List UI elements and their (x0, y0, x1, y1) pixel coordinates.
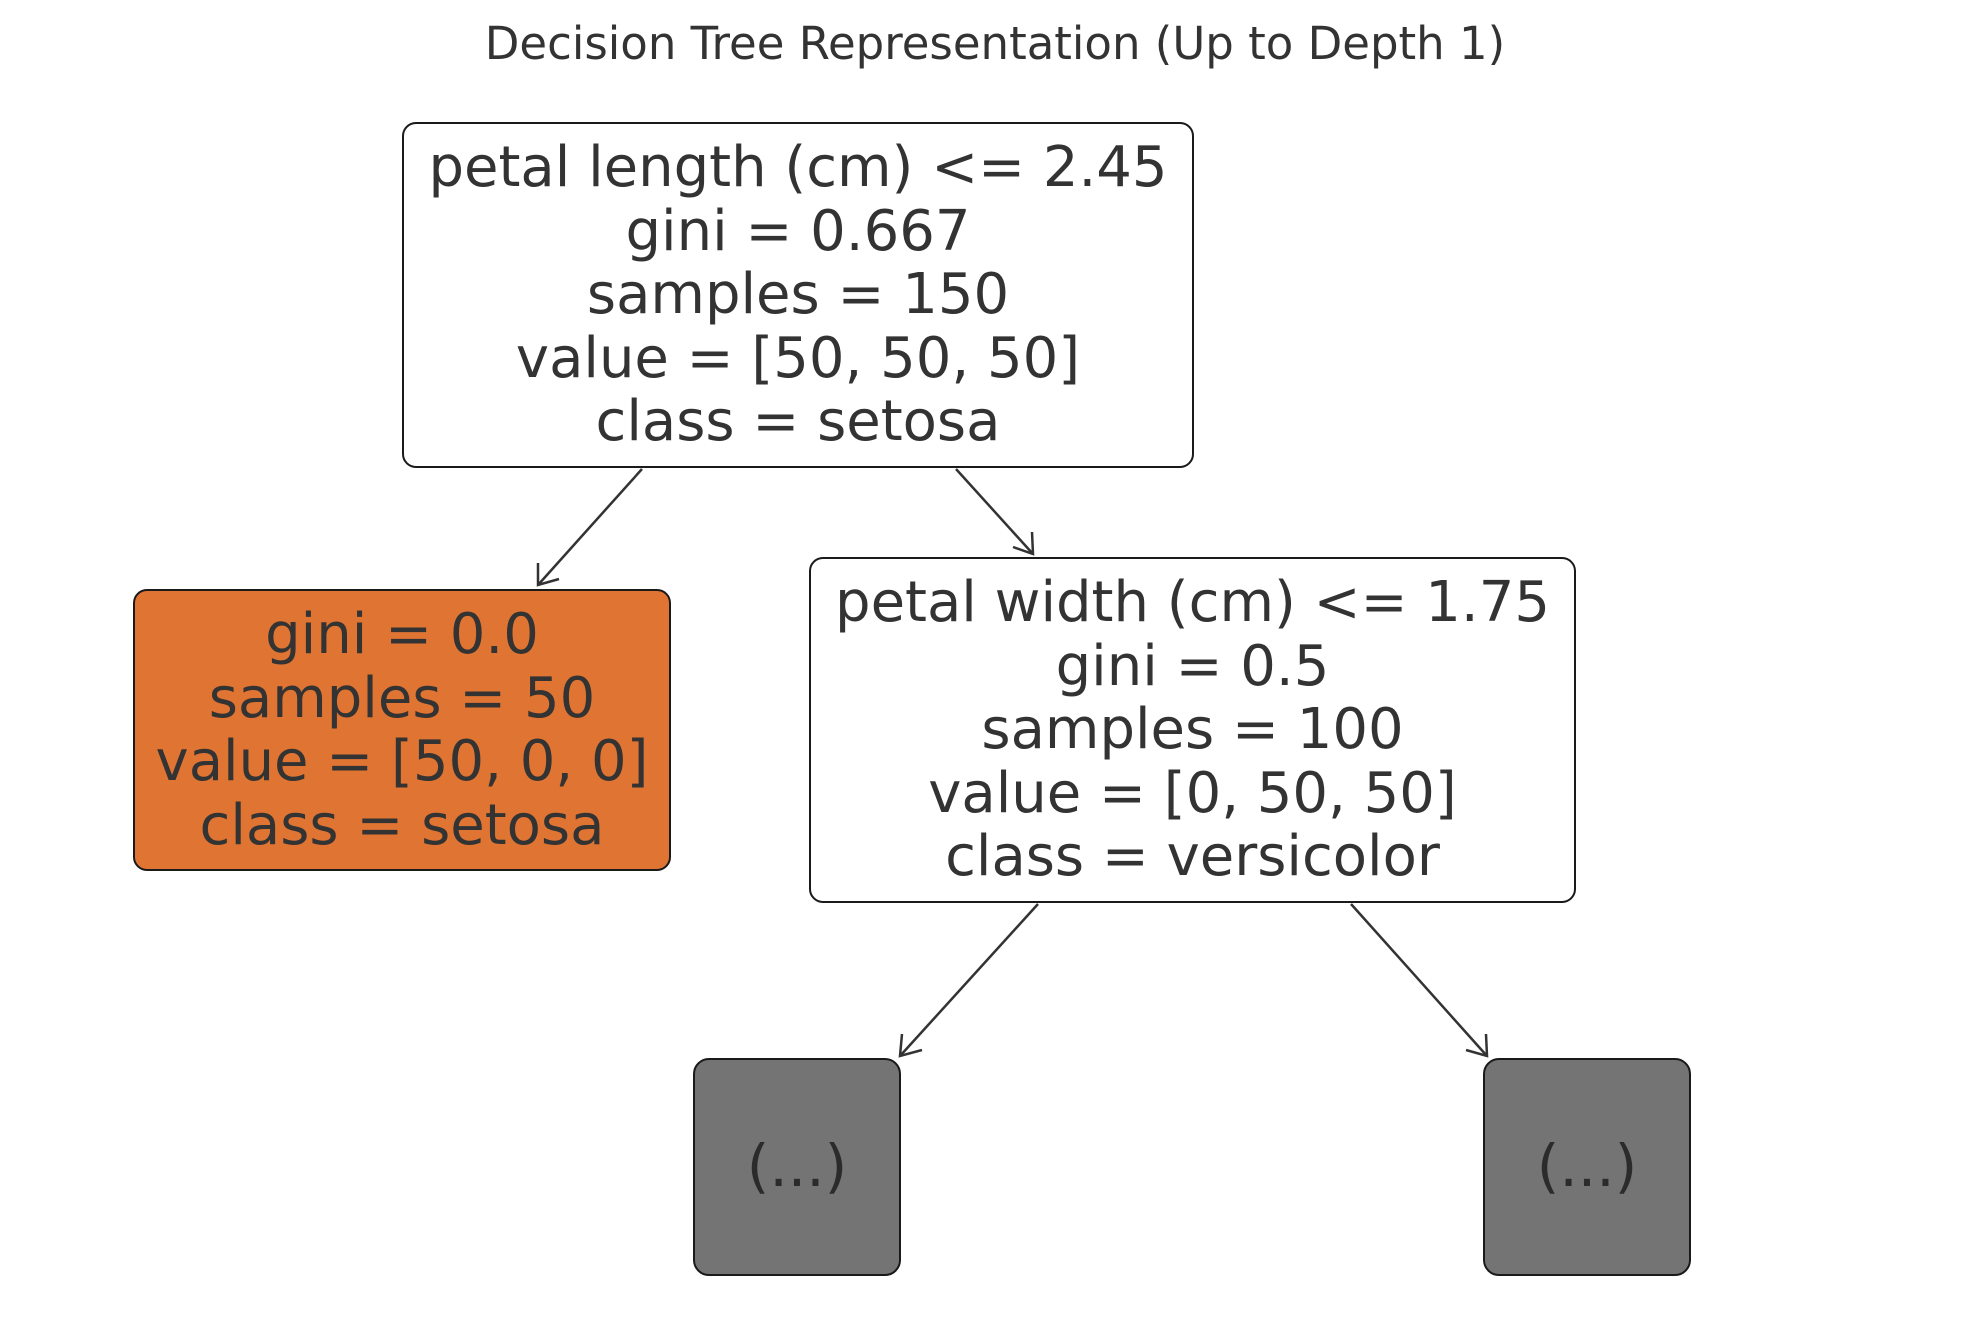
edge-right-split-to-truncated-left (898, 903, 1039, 1058)
node-left-leaf-samples: samples = 50 (208, 665, 596, 731)
tree-node-truncated-left: (...) (693, 1058, 901, 1276)
node-right-split-class: class = versicolor (945, 824, 1440, 890)
node-left-leaf-value: value = [50, 0, 0] (155, 729, 649, 794)
tree-node-right-split: petal width (cm) <= 1.75 gini = 0.5 samp… (809, 557, 1576, 903)
node-root-split-rule: petal length (cm) <= 2.45 (428, 135, 1168, 201)
node-right-split-samples: samples = 100 (981, 697, 1404, 763)
edge-root-to-right-split (955, 468, 1035, 556)
tree-node-left-leaf: gini = 0.0 samples = 50 value = [50, 0, … (133, 589, 671, 871)
node-root-class: class = setosa (595, 389, 1001, 455)
tree-node-truncated-right: (...) (1483, 1058, 1691, 1276)
node-right-split-gini: gini = 0.5 (1055, 633, 1330, 699)
diagram-title: Decision Tree Representation (Up to Dept… (484, 17, 1506, 70)
edge-root-to-left-leaf (536, 468, 643, 587)
node-left-leaf-class: class = setosa (199, 792, 605, 858)
node-left-leaf-gini: gini = 0.0 (265, 602, 539, 667)
node-truncated-right-ellipsis: (...) (1536, 1132, 1638, 1201)
tree-node-root: petal length (cm) <= 2.45 gini = 0.667 s… (402, 122, 1194, 468)
node-root-value: value = [50, 50, 50] (515, 325, 1081, 391)
node-truncated-left-ellipsis: (...) (746, 1132, 848, 1201)
node-right-split-rule: petal width (cm) <= 1.75 (835, 570, 1550, 636)
node-root-samples: samples = 150 (586, 262, 1010, 328)
node-right-split-value: value = [0, 50, 50] (928, 760, 1457, 826)
node-root-gini: gini = 0.667 (625, 198, 971, 264)
edge-right-split-to-truncated-right (1350, 903, 1489, 1058)
